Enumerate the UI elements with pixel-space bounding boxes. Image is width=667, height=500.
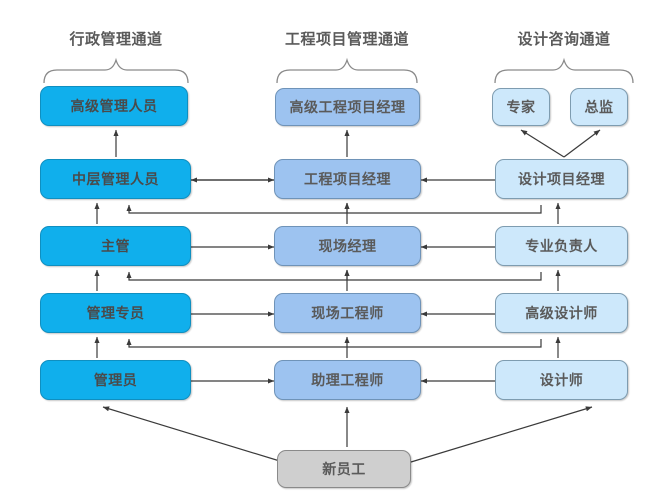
node-senior-manager[interactable]: 高级管理人员	[40, 86, 188, 126]
node-site-manager[interactable]: 现场经理	[274, 226, 421, 266]
node-discipline-lead[interactable]: 专业负责人	[495, 226, 628, 266]
edge-crosstrack-row2	[126, 338, 542, 348]
node-admin-specialist[interactable]: 管理专员	[40, 293, 191, 333]
node-new-employee[interactable]: 新员工	[277, 450, 411, 488]
connectors	[94, 129, 601, 463]
bracket-design	[494, 57, 634, 84]
bracket-engineering	[276, 57, 418, 84]
node-chief-director[interactable]: 总监	[570, 88, 628, 126]
edge-crosstrack-row4	[126, 204, 542, 214]
edge-crosstrack-row3	[126, 271, 542, 281]
track-title-design: 设计咨询通道	[517, 31, 611, 48]
track-brackets	[43, 57, 634, 84]
track-title-admin: 行政管理通道	[69, 31, 163, 48]
node-middle-manager[interactable]: 中层管理人员	[40, 159, 191, 199]
node-expert[interactable]: 专家	[492, 88, 550, 126]
node-senior-eng-pm[interactable]: 高级工程项目经理	[275, 88, 420, 126]
edge-design-pm-to-chief-director	[563, 129, 601, 158]
node-site-engineer[interactable]: 现场工程师	[274, 293, 421, 333]
bracket-admin	[43, 57, 189, 84]
node-eng-pm[interactable]: 工程项目经理	[274, 159, 421, 199]
node-senior-designer[interactable]: 高级设计师	[495, 293, 628, 333]
node-assistant-engineer[interactable]: 助理工程师	[274, 360, 421, 400]
edge-new-to-designer	[410, 406, 593, 463]
node-administrator[interactable]: 管理员	[40, 360, 191, 400]
node-design-pm[interactable]: 设计项目经理	[495, 159, 628, 199]
edge-new-to-administrator	[102, 406, 284, 463]
node-designer[interactable]: 设计师	[495, 360, 628, 400]
edge-design-pm-to-expert	[520, 129, 565, 158]
node-supervisor[interactable]: 主管	[40, 226, 191, 266]
track-title-engineering: 工程项目管理通道	[284, 31, 409, 48]
